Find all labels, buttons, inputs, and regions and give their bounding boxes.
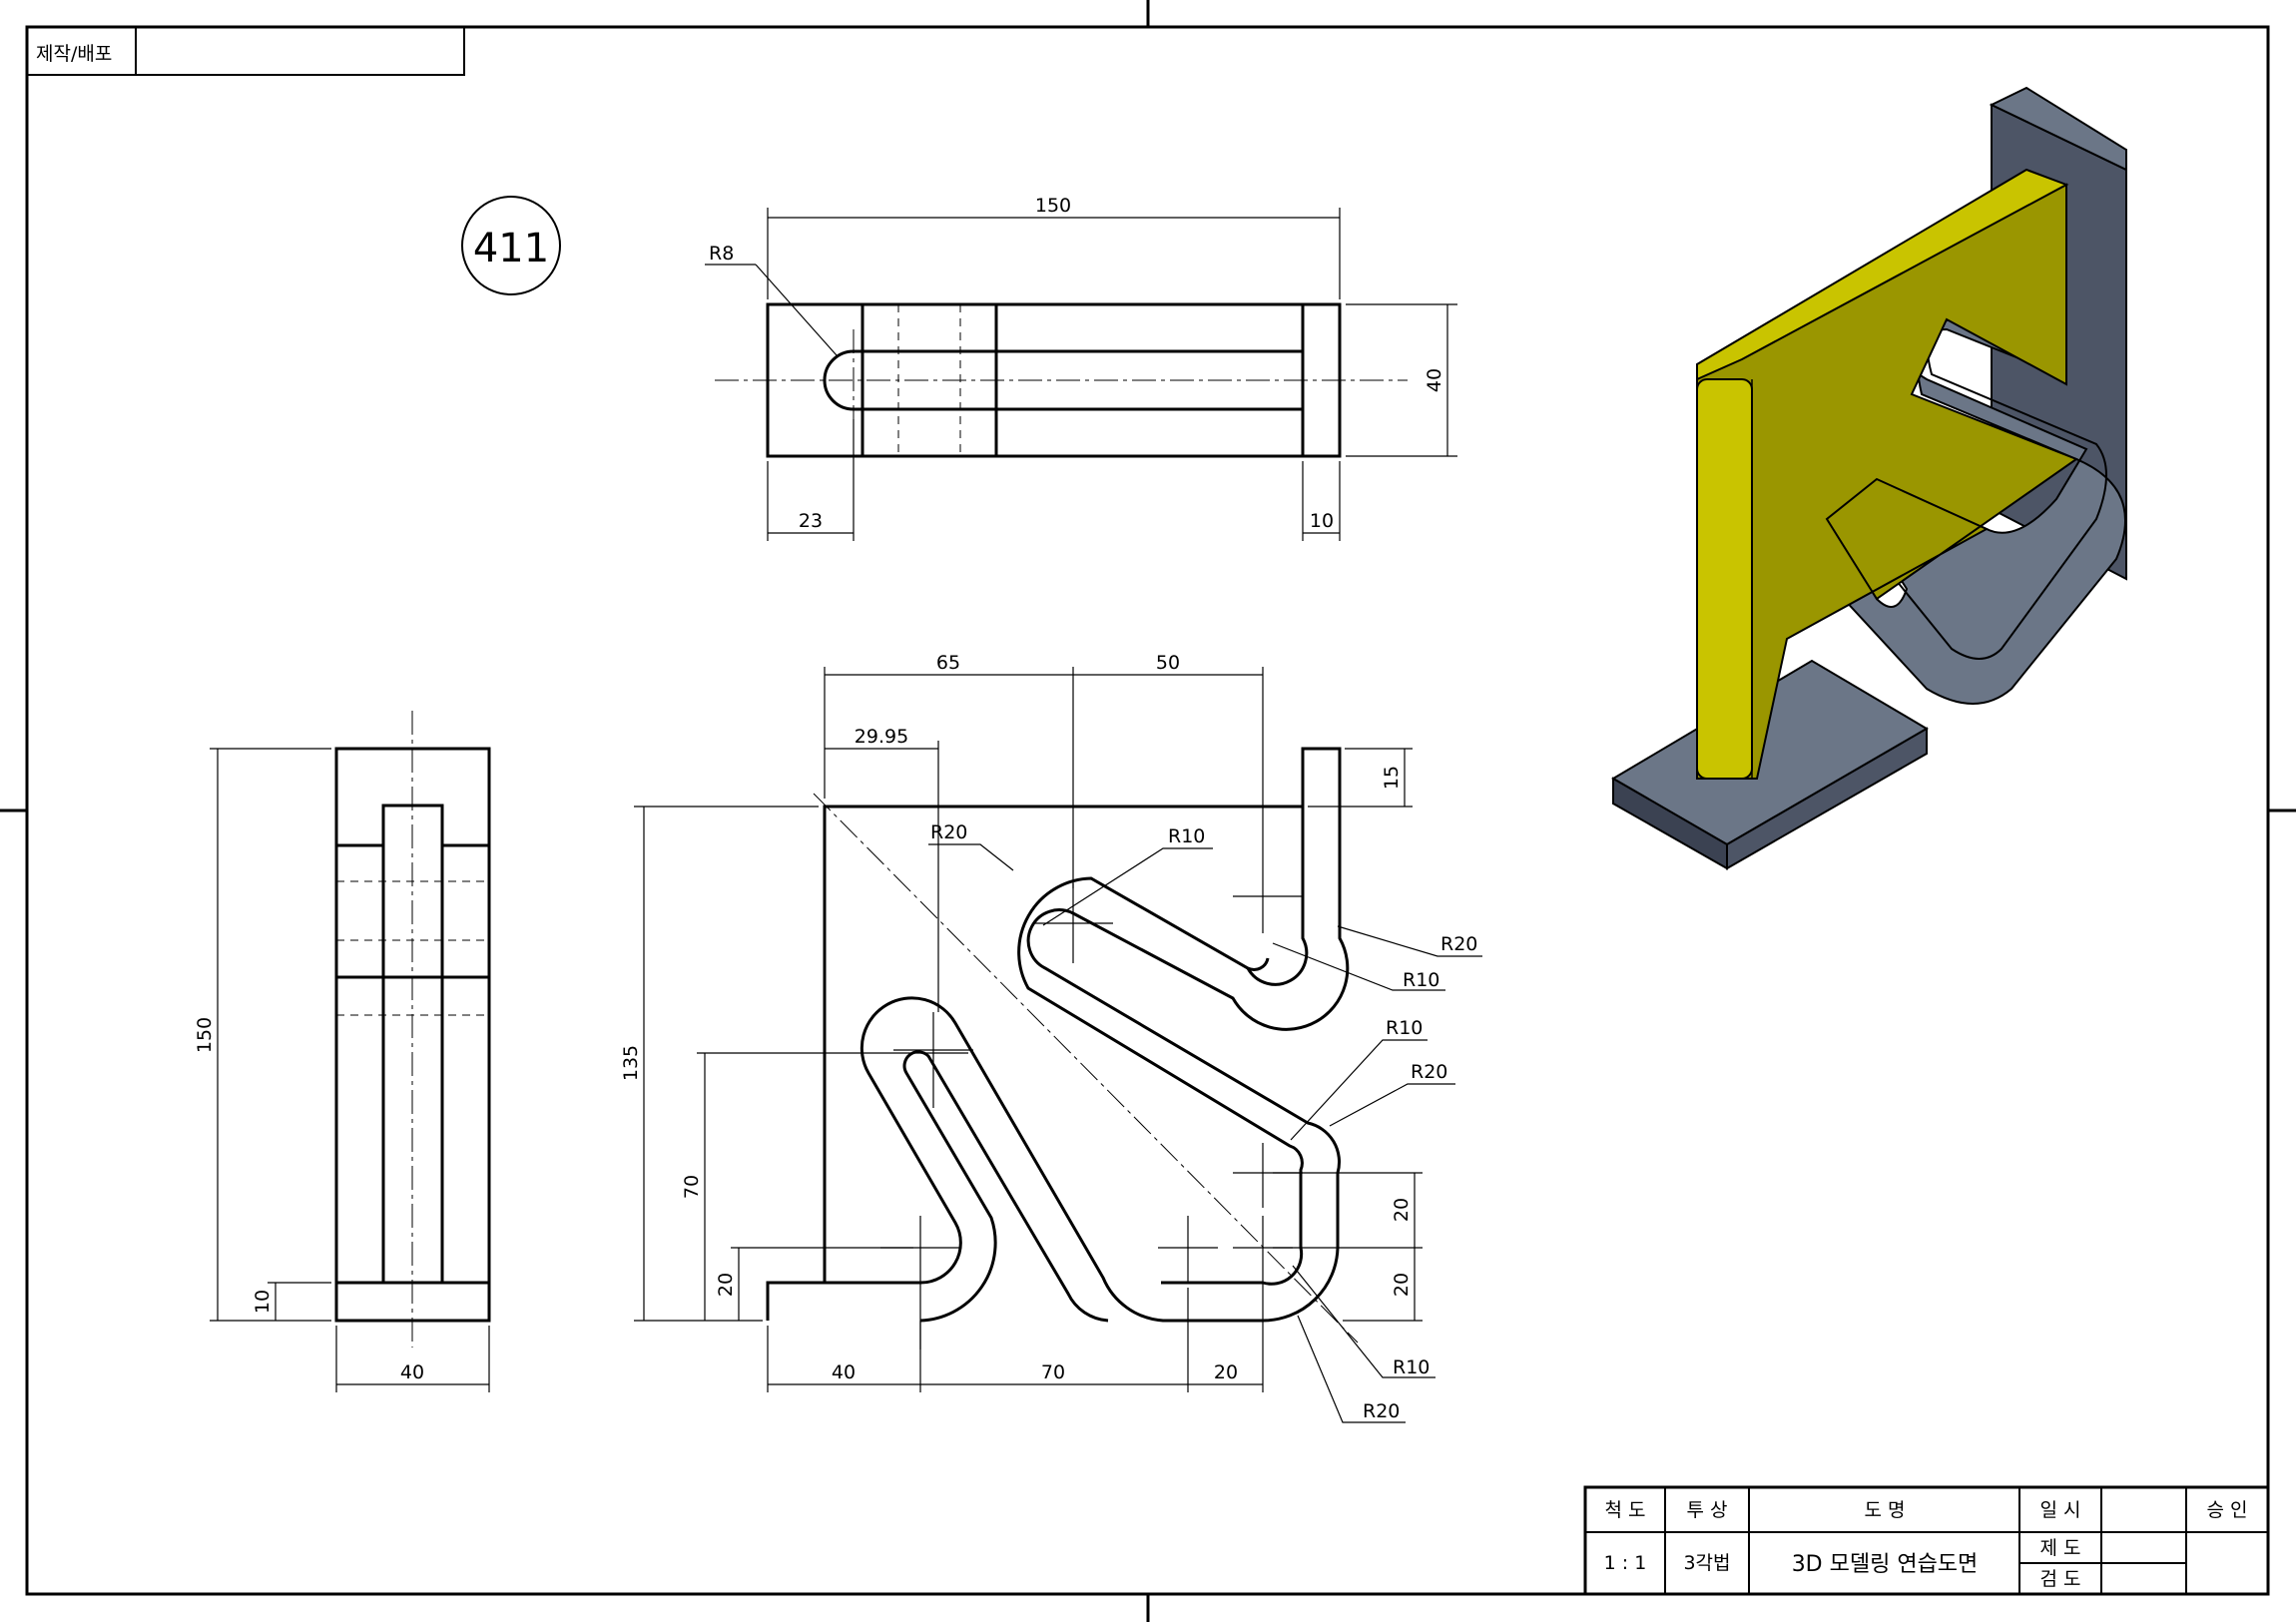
title-block-approve-label: 승 인 — [2207, 1499, 2248, 1521]
dim-front-20-bottom: 20 — [1214, 1361, 1238, 1383]
dim-front-r20-d: R20 — [1363, 1400, 1400, 1422]
isometric-model-view — [1611, 86, 2127, 870]
dim-side-10: 10 — [252, 1290, 274, 1314]
header-box-label: 제작/배포 — [36, 43, 112, 65]
title-block-drawn-label: 제 도 — [2040, 1537, 2081, 1559]
dim-top-10: 10 — [1310, 510, 1334, 532]
dim-side-40: 40 — [400, 1361, 424, 1383]
dim-front-20-right-b: 20 — [1391, 1273, 1413, 1297]
dim-front-65: 65 — [936, 652, 960, 674]
title-block-checked-label: 검 도 — [2040, 1568, 2081, 1590]
dim-top-150: 150 — [1035, 195, 1071, 217]
dim-front-r10-a: R10 — [1168, 825, 1205, 847]
dim-top-r8: R8 — [709, 243, 734, 265]
title-block-scale-value: 1 : 1 — [1604, 1552, 1647, 1574]
title-block-scale-label: 척 도 — [1605, 1499, 1646, 1521]
title-block-projection-label: 투 상 — [1687, 1499, 1728, 1521]
dim-side-150: 150 — [194, 1017, 216, 1053]
drawing-number-badge: 411 — [461, 196, 561, 295]
title-block-name-label: 도 명 — [1865, 1499, 1906, 1521]
title-block-name-value: 3D 모델링 연습도면 — [1792, 1552, 1979, 1577]
dim-front-15: 15 — [1381, 766, 1403, 790]
dim-front-50: 50 — [1156, 652, 1180, 674]
header-box: 제작/배포 — [26, 26, 465, 76]
dim-front-r20-b: R20 — [1440, 933, 1477, 955]
dim-front-r10-b: R10 — [1403, 969, 1439, 991]
title-block-date-label: 일 시 — [2040, 1499, 2081, 1521]
title-block-projection-value: 3각법 — [1683, 1552, 1730, 1574]
top-view: 150 R8 40 23 10 — [705, 195, 1457, 541]
dim-front-r10-d: R10 — [1393, 1356, 1430, 1378]
dim-front-135: 135 — [620, 1045, 642, 1081]
title-block: 척 도 투 상 도 명 일 시 승 인 1 : 1 3각법 3D 모델링 연습도… — [1583, 1485, 2270, 1596]
dim-front-20-right-a: 20 — [1391, 1198, 1413, 1222]
dim-front-r10-c: R10 — [1386, 1017, 1423, 1039]
dim-front-40: 40 — [832, 1361, 856, 1383]
dim-top-23: 23 — [799, 510, 823, 532]
dim-front-70: 70 — [681, 1175, 703, 1199]
drawing-number: 411 — [473, 226, 549, 271]
dim-top-40: 40 — [1424, 368, 1445, 392]
front-view: 65 50 29.95 15 135 70 20 20 20 — [620, 652, 1482, 1423]
dim-front-r20-a: R20 — [930, 821, 967, 843]
dim-front-20-left: 20 — [715, 1273, 737, 1297]
dim-front-r20-c: R20 — [1411, 1061, 1447, 1083]
dim-front-29-95: 29.95 — [855, 726, 908, 748]
side-view: 150 10 40 — [194, 711, 491, 1392]
dim-front-70-bottom: 70 — [1041, 1361, 1065, 1383]
